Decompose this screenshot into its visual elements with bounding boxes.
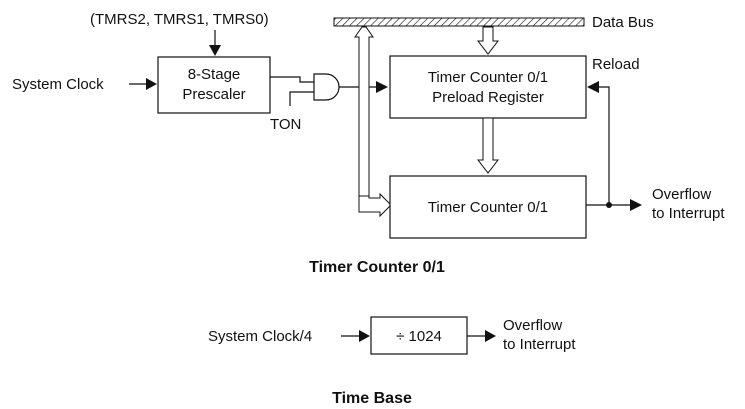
mode-select-label: (TMRS2, TMRS1, TMRS0) (90, 11, 269, 28)
bus-to-preload-arrow (476, 26, 500, 55)
preload-label-line1: Timer Counter 0/1 (428, 69, 548, 86)
prescaler-box (157, 56, 271, 114)
preload-register-box (389, 55, 587, 119)
prescaler-label-line1: 8-Stage (188, 66, 241, 83)
system-clock-arrow (129, 78, 157, 90)
system-clock4-arrow (341, 330, 370, 342)
timer-counter-title: Timer Counter 0/1 (309, 259, 445, 276)
preload-label-line2: Preload Register (432, 89, 544, 106)
preload-to-counter-arrow (476, 117, 500, 174)
ton-wire (289, 91, 314, 106)
system-clock4-label: System Clock/4 (208, 328, 312, 345)
data-bus-label: Data Bus (592, 14, 654, 31)
ton-label: TON (270, 116, 301, 133)
divider-box (370, 316, 468, 355)
timer-counter-label: Timer Counter 0/1 (428, 199, 548, 216)
system-clock-label: System Clock (12, 76, 104, 93)
and-gate (313, 73, 340, 101)
time-base-output-arrow (467, 330, 496, 342)
overflow2-line2: to Interrupt (503, 336, 576, 353)
timer-counter-box (389, 175, 587, 239)
overflow1-line1: Overflow (652, 186, 711, 203)
data-bus (333, 17, 585, 27)
reload-label: Reload (592, 56, 640, 73)
prescaler-label-line2: Prescaler (182, 86, 245, 103)
bus-bidirectional-arrow (354, 26, 392, 218)
divider-label: ÷ 1024 (396, 328, 442, 345)
overflow2-line1: Overflow (503, 317, 562, 334)
mode-select-arrow (209, 30, 221, 56)
reload-path (586, 81, 642, 211)
prescaler-output-wire (270, 76, 314, 83)
time-base-title: Time Base (332, 390, 412, 407)
overflow1-line2: to Interrupt (652, 205, 725, 222)
